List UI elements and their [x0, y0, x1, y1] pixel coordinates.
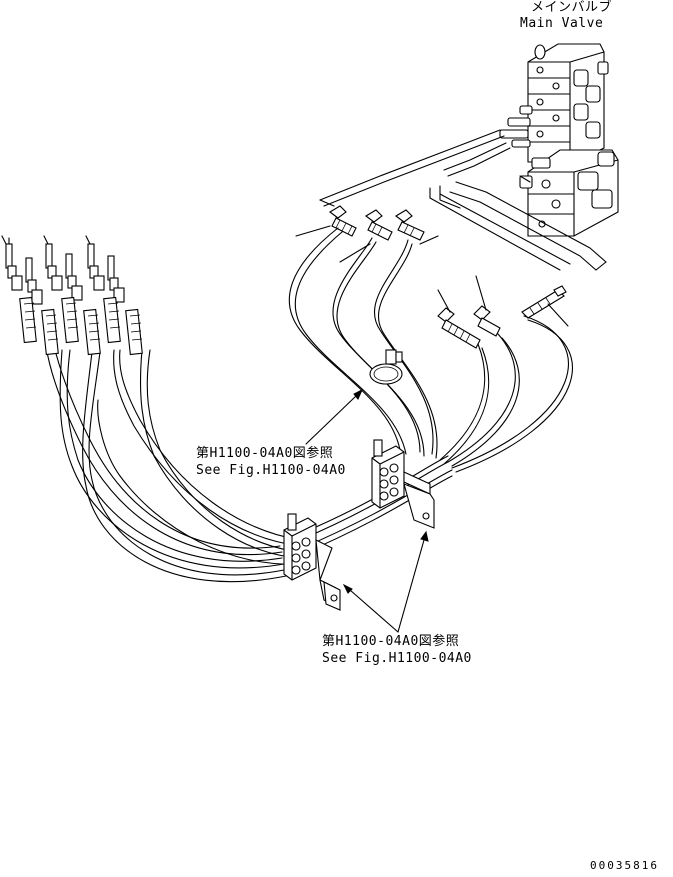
hose-bundle-right [288, 227, 573, 473]
elbow-fittings-lower [437, 275, 569, 349]
main-valve-label-en: Main Valve [520, 16, 604, 31]
hose-clamp [369, 349, 403, 385]
drawing-number: 00035816 [590, 859, 659, 872]
main-valve-label-jp: メインバルブ [531, 0, 613, 15]
hose-clip-block-lower [283, 513, 341, 611]
hose-end-fittings-left [1, 235, 143, 356]
main-valve-illustration [499, 43, 619, 237]
reference-note-lower-en: See Fig.H1100-04A0 [322, 651, 472, 666]
elbow-fittings-upper [295, 205, 439, 263]
pilot-line-routes [319, 129, 607, 271]
reference-note-lower-jp: 第H1100-04A0図参照 [322, 634, 460, 649]
reference-note-upper-jp: 第H1100-04A0図参照 [196, 446, 334, 461]
leader-arrows [305, 388, 429, 633]
hose-clip-block-upper [371, 439, 435, 529]
reference-note-upper-en: See Fig.H1100-04A0 [196, 463, 346, 478]
